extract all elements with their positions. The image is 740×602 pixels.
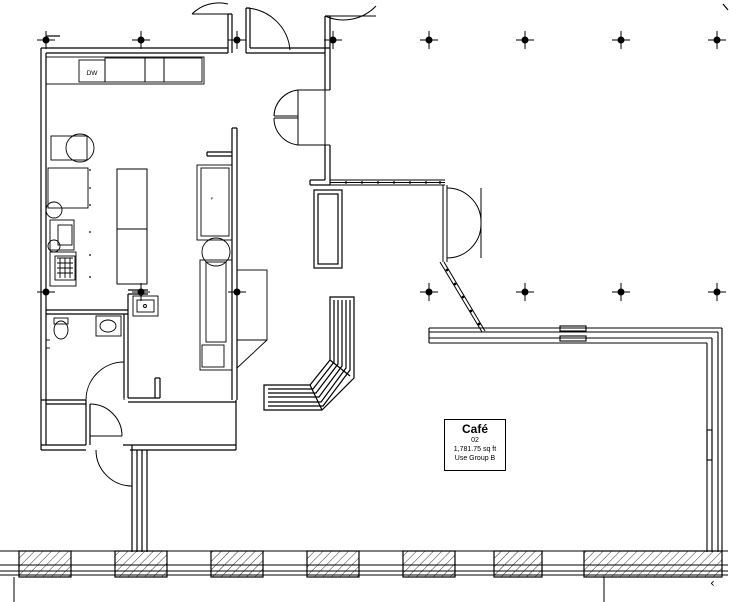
column-marker bbox=[132, 283, 150, 301]
column-marker bbox=[612, 283, 630, 301]
column-marker bbox=[612, 31, 630, 49]
dishwasher-label: DW bbox=[87, 70, 99, 77]
column-marker bbox=[708, 31, 726, 49]
column-grid-markers bbox=[37, 31, 726, 301]
column-marker bbox=[228, 31, 246, 49]
prep-island bbox=[116, 168, 148, 285]
hatched-piers bbox=[18, 550, 723, 578]
lower-kitchen-doors bbox=[89, 403, 133, 487]
top-counter bbox=[45, 56, 205, 85]
room-area: 1,781.75 sq ft bbox=[453, 446, 497, 453]
column-marker bbox=[708, 283, 726, 301]
hand-sink bbox=[132, 295, 159, 317]
chevron-left-icon[interactable]: ‹ bbox=[710, 576, 715, 590]
kitchen-double-door bbox=[273, 89, 330, 146]
exterior-walls bbox=[428, 325, 723, 552]
room-number: 02 bbox=[471, 437, 479, 444]
curved-bar-counter bbox=[263, 296, 355, 411]
storefront-partition bbox=[330, 179, 445, 186]
restroom-fixtures bbox=[46, 315, 125, 401]
column-marker bbox=[420, 283, 438, 301]
left-equipment bbox=[45, 133, 95, 287]
storefront-double-door bbox=[439, 185, 486, 333]
kitchen-walls bbox=[40, 7, 331, 552]
top-door-arcs bbox=[191, 2, 377, 51]
room-name: Café bbox=[461, 422, 488, 436]
service-counter bbox=[313, 189, 343, 269]
column-marker bbox=[516, 31, 534, 49]
range-and-hood bbox=[196, 164, 268, 371]
column-marker bbox=[132, 31, 150, 49]
column-marker bbox=[420, 31, 438, 49]
column-marker bbox=[37, 31, 55, 49]
room-tag: Café 02 1,781.75 sq ft Use Group B bbox=[444, 419, 506, 471]
column-marker bbox=[324, 31, 342, 49]
appliance-mark: P bbox=[211, 196, 214, 201]
column-marker bbox=[516, 283, 534, 301]
room-use-group: Use Group B bbox=[454, 455, 496, 462]
